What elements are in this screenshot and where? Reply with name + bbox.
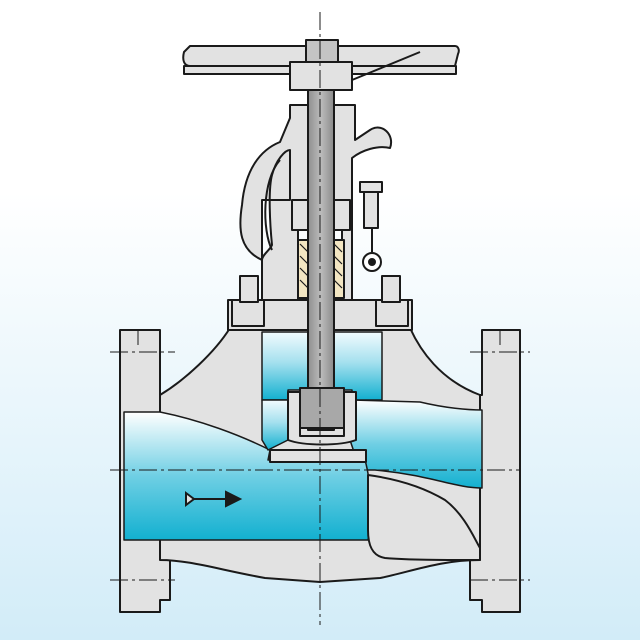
- seat: [269, 449, 367, 463]
- bonnet-nut-right: [375, 299, 409, 327]
- bonnet-bolt-right: [381, 275, 401, 303]
- handwheel-nut: [305, 39, 339, 63]
- gland-bolt: [359, 181, 383, 272]
- outlet-passage-fluid: [349, 399, 483, 489]
- seat-chamber-fluid: [261, 399, 289, 451]
- bonnet-nut-left: [231, 299, 265, 327]
- stem: [307, 59, 335, 431]
- bonnet-bolt-left: [239, 275, 259, 303]
- flow-arrow-icon: [185, 490, 243, 508]
- disc-holder: [299, 387, 345, 429]
- centerlines: [110, 12, 530, 625]
- disc: [287, 391, 357, 446]
- yoke: [239, 104, 393, 301]
- partition-wall: [367, 474, 481, 561]
- handwheel-hub: [289, 61, 353, 91]
- disc-assembly: [269, 387, 367, 463]
